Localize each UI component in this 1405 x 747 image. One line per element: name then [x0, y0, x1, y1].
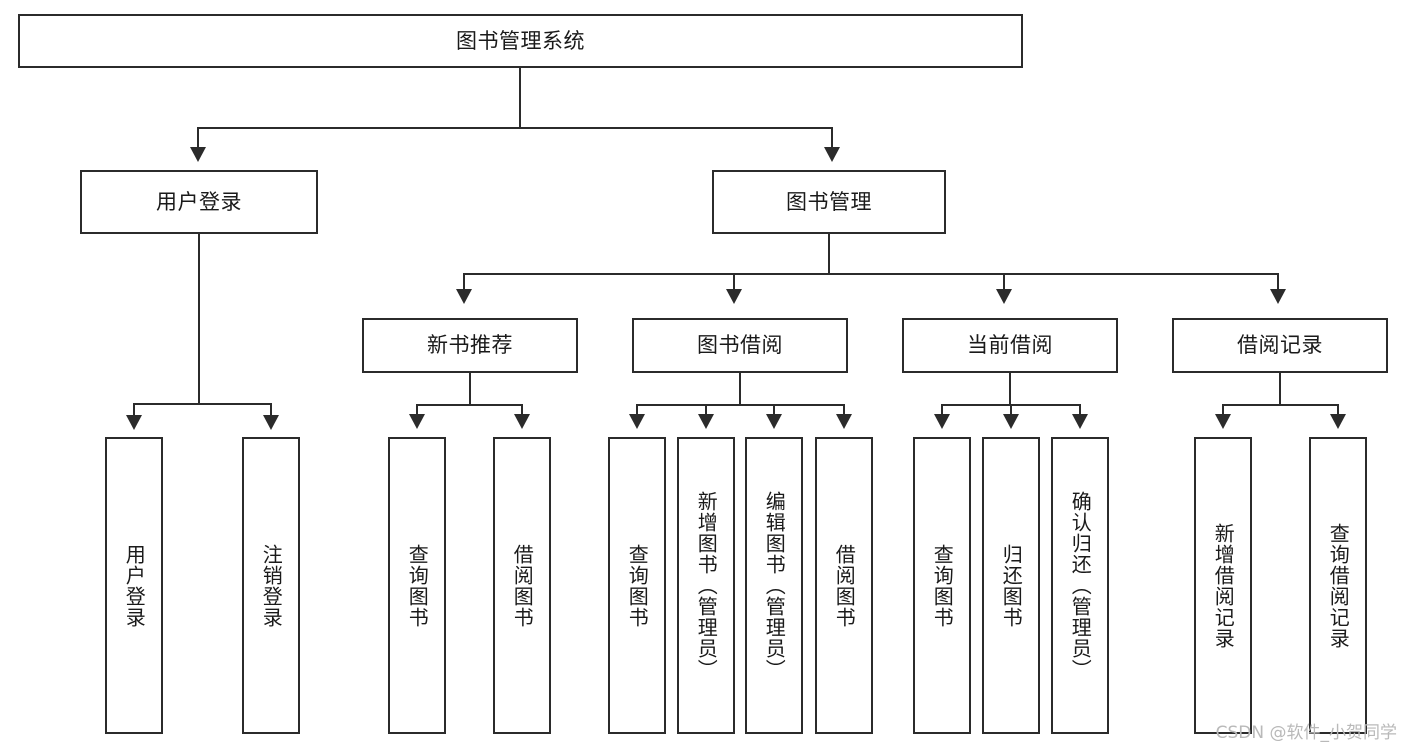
leaf-current-borrow-query-book[interactable]: 查询图书 — [913, 437, 971, 734]
connector-nbr-drop-2 — [521, 404, 523, 416]
arrowhead-root-to-book-management — [824, 147, 840, 162]
leaf-new-book-query-book[interactable]: 查询图书 — [388, 437, 446, 734]
arrowhead-bb-leaf-4 — [836, 414, 852, 429]
leaf-user-login-logout[interactable]: 注销登录 — [242, 437, 300, 734]
connector-bb-drop-1 — [636, 404, 638, 416]
arrowhead-user-login-leaf-2 — [263, 415, 279, 430]
connector-br-stem — [1279, 373, 1281, 405]
arrowhead-cb-leaf-1 — [934, 414, 950, 429]
leaf-label: 新增图书（管理员） — [694, 491, 719, 680]
leaf-label: 注销登录 — [259, 543, 284, 628]
arrowhead-bm-child-2 — [726, 289, 742, 304]
leaf-label: 查询图书 — [930, 543, 955, 628]
arrowhead-bb-leaf-2 — [698, 414, 714, 429]
connector-bm-drop-2 — [733, 273, 735, 291]
connector-bm-drop-4 — [1277, 273, 1279, 291]
node-root-book-management-system[interactable]: 图书管理系统 — [18, 14, 1023, 68]
leaf-label: 借阅图书 — [510, 543, 535, 628]
leaf-label: 查询图书 — [625, 543, 650, 628]
leaf-label: 查询借阅记录 — [1326, 522, 1351, 649]
node-label: 图书管理系统 — [456, 28, 585, 53]
connector-bb-stem — [739, 373, 741, 405]
leaf-book-borrow-add-book-admin[interactable]: 新增图书（管理员） — [677, 437, 735, 734]
connector-user-login-bus — [133, 403, 270, 405]
arrowhead-cb-leaf-3 — [1072, 414, 1088, 429]
connector-root-bus — [197, 127, 833, 129]
arrowhead-bm-child-4 — [1270, 289, 1286, 304]
connector-bb-drop-2 — [705, 404, 707, 416]
connector-user-login-stem — [198, 234, 200, 404]
connector-bm-drop-3 — [1003, 273, 1005, 291]
arrowhead-br-leaf-1 — [1215, 414, 1231, 429]
connector-bb-drop-4 — [843, 404, 845, 416]
connector-bb-bus — [636, 404, 845, 406]
leaf-current-borrow-return-book[interactable]: 归还图书 — [982, 437, 1040, 734]
leaf-label: 新增借阅记录 — [1211, 522, 1236, 649]
connector-br-bus — [1222, 404, 1339, 406]
node-book-borrow[interactable]: 图书借阅 — [632, 318, 848, 373]
arrowhead-bm-child-1 — [456, 289, 472, 304]
connector-cb-drop-1 — [941, 404, 943, 416]
node-label: 当前借阅 — [967, 333, 1053, 358]
connector-root-to-book-management — [831, 127, 833, 149]
leaf-user-login-login[interactable]: 用户登录 — [105, 437, 163, 734]
connector-nbr-stem — [469, 373, 471, 405]
leaf-book-borrow-edit-book-admin[interactable]: 编辑图书（管理员） — [745, 437, 803, 734]
leaf-label: 借阅图书 — [832, 543, 857, 628]
leaf-label: 归还图书 — [999, 543, 1024, 628]
node-label: 图书借阅 — [697, 333, 783, 358]
connector-user-login-drop-2 — [270, 403, 272, 417]
leaf-label: 确认归还（管理员） — [1068, 491, 1093, 680]
arrowhead-bm-child-3 — [996, 289, 1012, 304]
connector-br-drop-2 — [1337, 404, 1339, 416]
leaf-label: 查询图书 — [405, 543, 430, 628]
arrowhead-root-to-user-login — [190, 147, 206, 162]
node-label: 借阅记录 — [1237, 333, 1323, 358]
arrowhead-user-login-leaf-1 — [126, 415, 142, 430]
node-borrow-record[interactable]: 借阅记录 — [1172, 318, 1388, 373]
leaf-book-borrow-query-book[interactable]: 查询图书 — [608, 437, 666, 734]
arrowhead-cb-leaf-2 — [1003, 414, 1019, 429]
connector-root-to-user-login — [197, 127, 199, 149]
leaf-current-borrow-confirm-return-admin[interactable]: 确认归还（管理员） — [1051, 437, 1109, 734]
connector-br-drop-1 — [1222, 404, 1224, 416]
connector-book-management-stem — [828, 234, 830, 274]
arrowhead-bb-leaf-3 — [766, 414, 782, 429]
connector-book-management-bus — [463, 273, 1277, 275]
leaf-label: 编辑图书（管理员） — [762, 491, 787, 680]
arrowhead-nbr-leaf-2 — [514, 414, 530, 429]
node-book-management[interactable]: 图书管理 — [712, 170, 946, 234]
leaf-label: 用户登录 — [122, 543, 147, 628]
node-user-login[interactable]: 用户登录 — [80, 170, 318, 234]
node-label: 图书管理 — [786, 189, 872, 214]
connector-nbr-drop-1 — [416, 404, 418, 416]
leaf-book-borrow-borrow-book[interactable]: 借阅图书 — [815, 437, 873, 734]
watermark-text: CSDN @软件_小贺同学 — [1215, 723, 1397, 743]
node-label: 新书推荐 — [427, 333, 513, 358]
leaf-borrow-record-add-record[interactable]: 新增借阅记录 — [1194, 437, 1252, 734]
arrowhead-bb-leaf-1 — [629, 414, 645, 429]
connector-cb-drop-2 — [1010, 404, 1012, 416]
leaf-borrow-record-query-record[interactable]: 查询借阅记录 — [1309, 437, 1367, 734]
arrowhead-br-leaf-2 — [1330, 414, 1346, 429]
connector-nbr-bus — [416, 404, 523, 406]
leaf-new-book-borrow-book[interactable]: 借阅图书 — [493, 437, 551, 734]
node-current-borrow[interactable]: 当前借阅 — [902, 318, 1118, 373]
connector-root-stem — [519, 68, 521, 128]
connector-bm-drop-1 — [463, 273, 465, 291]
connector-cb-drop-3 — [1079, 404, 1081, 416]
node-new-book-recommend[interactable]: 新书推荐 — [362, 318, 578, 373]
connector-user-login-drop-1 — [133, 403, 135, 417]
arrowhead-nbr-leaf-1 — [409, 414, 425, 429]
node-label: 用户登录 — [156, 189, 242, 214]
connector-cb-stem — [1009, 373, 1011, 405]
connector-bb-drop-3 — [773, 404, 775, 416]
